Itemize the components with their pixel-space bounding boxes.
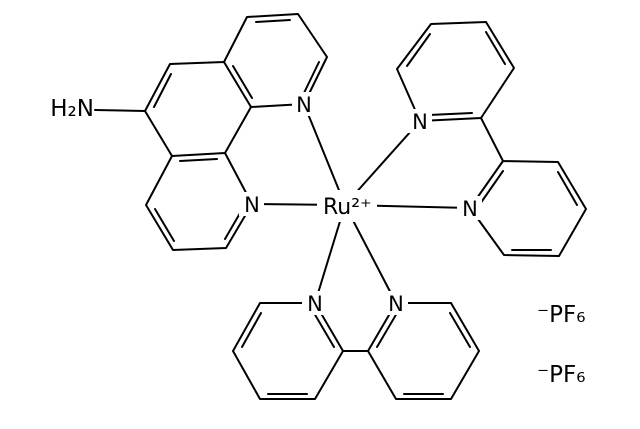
metal-label-mask	[317, 190, 377, 222]
bpy-bottom-nitrogen-right-label: N	[388, 292, 404, 316]
phen-n-top-mask	[292, 92, 317, 116]
label-masks	[239, 92, 482, 315]
phenanthroline-skeleton	[94, 13, 346, 251]
bpy-top-n-left-mask	[407, 109, 432, 133]
phen-nitrogen-bottom-label: N	[244, 193, 260, 217]
hexafluorophosphate-label-2: ⁻PF₆	[537, 362, 585, 388]
bipyridine-top-double-bonds	[406, 31, 578, 251]
hexafluorophosphate-label-1: ⁻PF₆	[537, 302, 585, 328]
bpy-top-nitrogen-right-label: N	[462, 197, 478, 221]
bpy-bottom-n-right-mask	[383, 291, 408, 315]
bipyridine-top-skeleton	[344, 21, 587, 257]
phen-n-bottom-mask	[239, 192, 264, 216]
atom-labels: H₂N N N Ru²⁺ N N N N	[50, 93, 478, 316]
ruthenium-center-label: Ru²⁺	[323, 195, 372, 220]
bpy-top-n-right-mask	[457, 196, 482, 220]
bpy-bottom-nitrogen-left-label: N	[307, 292, 323, 316]
amino-group-label: H₂N	[50, 96, 94, 122]
bipyridine-bottom-double-bonds	[241, 312, 471, 395]
phenanthroline-double-bonds	[153, 19, 320, 242]
counterions: ⁻PF₆ ⁻PF₆	[537, 302, 585, 388]
phenanthroline-ligand	[94, 13, 346, 251]
bipyridine-ligand-top	[344, 21, 587, 257]
bpy-bottom-n-left-mask	[302, 291, 327, 315]
bipyridine-bottom-skeleton	[232, 204, 480, 400]
phen-nitrogen-top-label: N	[296, 93, 312, 117]
bpy-top-nitrogen-left-label: N	[412, 110, 428, 134]
bipyridine-ligand-bottom	[232, 204, 480, 400]
